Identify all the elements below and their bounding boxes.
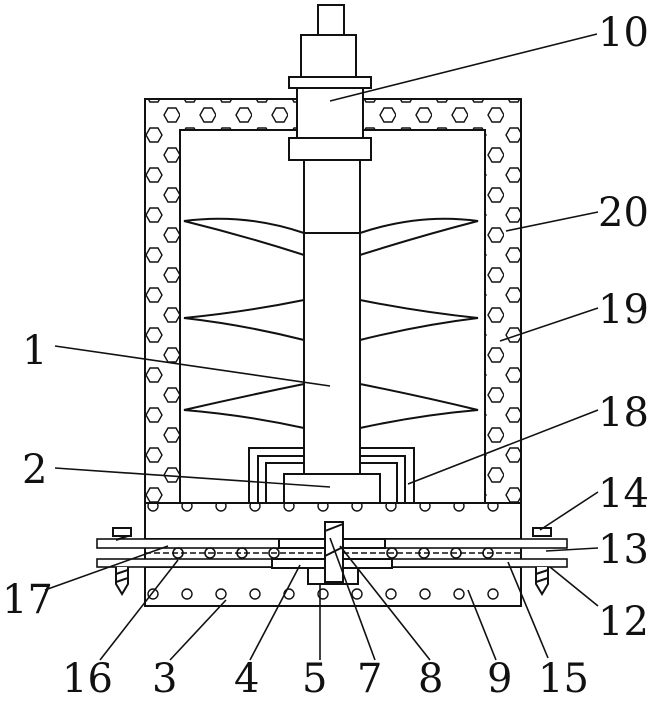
label-13: 13 <box>598 527 649 573</box>
label-1: 1 <box>22 328 47 374</box>
label-5: 5 <box>302 656 327 702</box>
label-2: 2 <box>22 447 47 493</box>
label-3: 3 <box>152 656 177 702</box>
label-10: 10 <box>598 10 649 56</box>
label-4: 4 <box>234 656 259 702</box>
label-14: 14 <box>598 471 649 517</box>
label-20: 20 <box>598 190 649 236</box>
label-12: 12 <box>598 599 649 645</box>
label-18: 18 <box>598 390 649 436</box>
mixing-shaft <box>304 160 360 474</box>
label-15: 15 <box>538 656 589 702</box>
label-16: 16 <box>62 656 113 702</box>
label-8: 8 <box>418 656 443 702</box>
shaft-top-assembly <box>289 5 371 160</box>
label-9: 9 <box>487 656 512 702</box>
label-17: 17 <box>2 577 53 623</box>
label-19: 19 <box>598 287 649 333</box>
label-7: 7 <box>357 656 382 702</box>
